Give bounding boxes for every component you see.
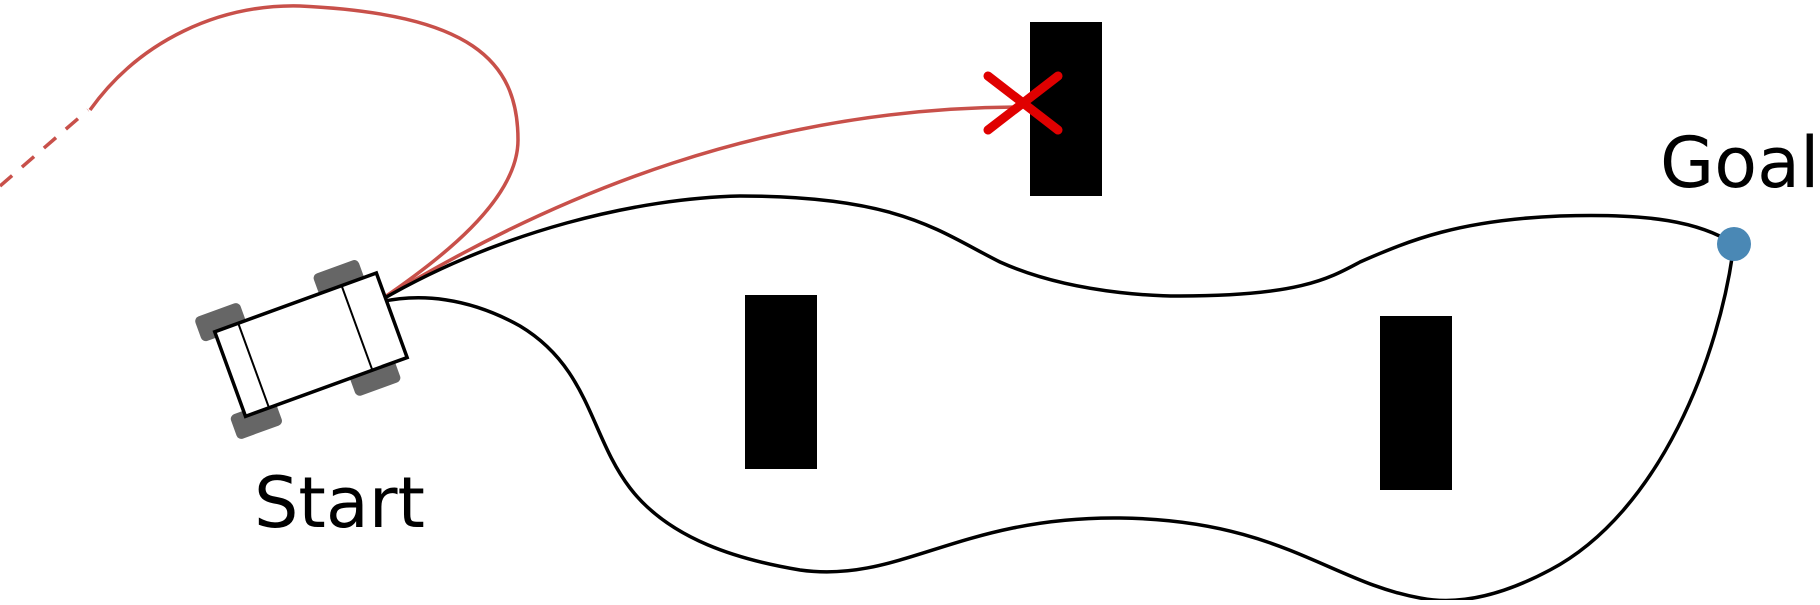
infeasible-path-dashed: [0, 108, 90, 188]
obstacle-right: [1380, 316, 1452, 490]
obstacle-top: [1030, 22, 1102, 196]
robot-axle-rear: [237, 322, 270, 409]
start-label: Start: [254, 462, 426, 544]
feasible-path-lower: [375, 243, 1736, 603]
obstacle-left: [745, 295, 817, 469]
robot-axle-front: [340, 285, 374, 371]
robot-wheel: [349, 357, 401, 396]
x-mark-icon: [983, 71, 1063, 135]
robot-body: [212, 270, 410, 419]
robot-wheel: [313, 260, 365, 299]
robot-wheel: [230, 400, 282, 439]
robot-vehicle: [195, 260, 410, 439]
feasible-path-upper: [375, 194, 1735, 305]
robot-wheel: [195, 303, 247, 342]
goal-label: Goal: [1660, 122, 1820, 204]
infeasible-path-loop: [88, 4, 520, 305]
goal-dot-icon: [1717, 227, 1751, 261]
infeasible-path-collision: [375, 105, 1019, 305]
